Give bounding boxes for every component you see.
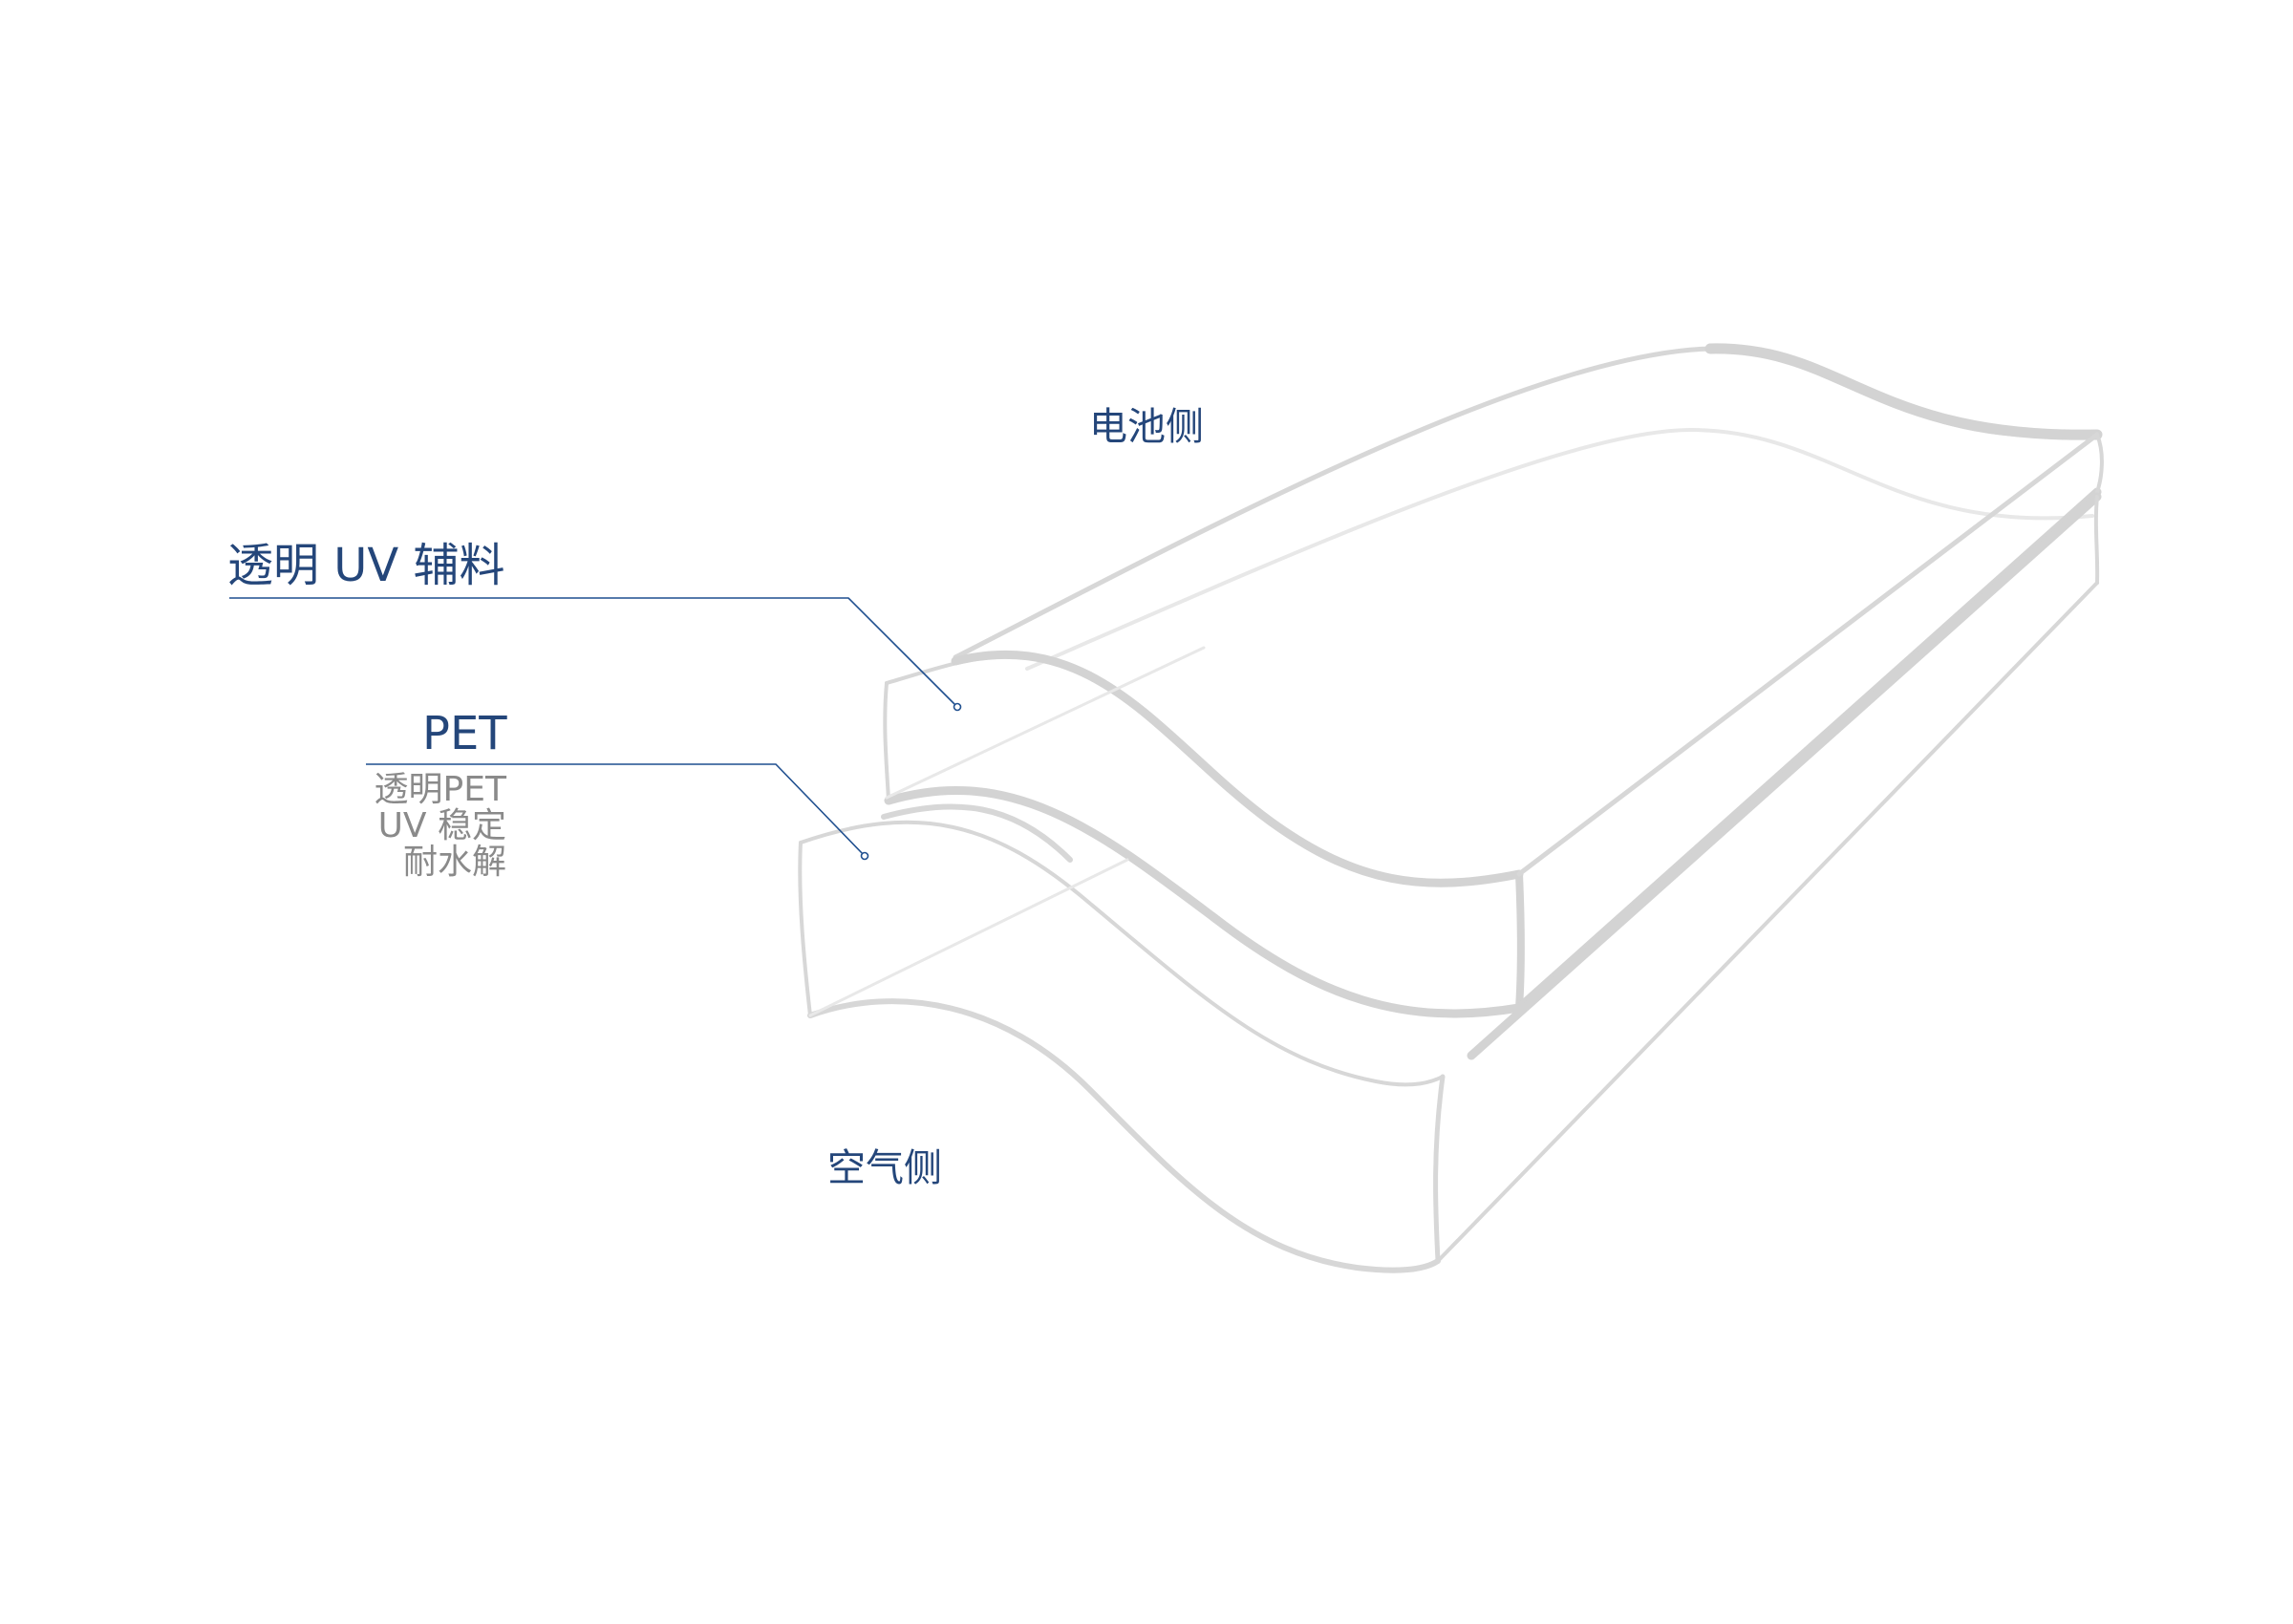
pet-property-item: 耐水解 [402, 843, 506, 882]
pet-layer-properties: 透明PET UV 稳定 耐水解 [363, 772, 506, 881]
top-layer-shape [883, 343, 2104, 1018]
uv-material-layer-title: 透明 UV 辅料 [227, 539, 505, 592]
pet-layer-shape [798, 492, 2102, 1273]
pet-layer-title: PET [422, 707, 507, 760]
pet-property-item: UV 稳定 [377, 806, 506, 845]
leader-line-pet [366, 763, 869, 861]
pet-property-item: 透明PET [374, 770, 506, 809]
battery-side-label: 电池侧 [1089, 405, 1204, 449]
leader-line-uv-material [229, 597, 962, 712]
air-side-label: 空气侧 [827, 1146, 942, 1190]
